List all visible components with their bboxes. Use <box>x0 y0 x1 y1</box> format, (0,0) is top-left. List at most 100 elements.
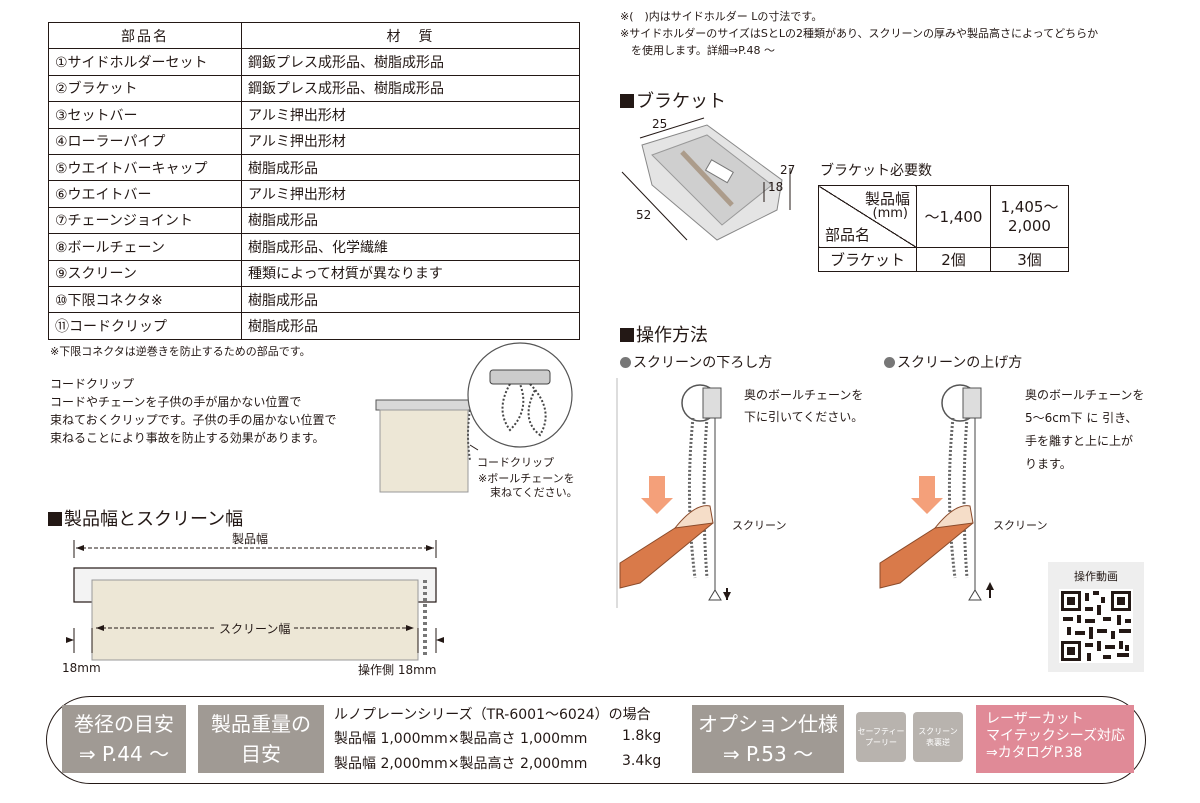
part-name-cell: ②ブラケット <box>48 74 242 103</box>
bracket-count-table: 製品幅 (mm) 部品名 ～1,400 1,405～ 2,000 ブラケット 2… <box>818 185 1069 272</box>
howto-up-desc-3: 手を離すと上に上が <box>1025 434 1134 448</box>
howto-up-heading: スクリーンの上げ方 <box>884 352 1022 372</box>
howto-up-desc-2: 5～6cm下 に 引き、 <box>1025 411 1138 425</box>
note-line-1: ※( )内はサイドホルダー Lの寸法です。 <box>620 10 823 23</box>
table-row: ④ローラーパイプアルミ押出形材 <box>48 127 580 155</box>
table-row: ⑥ウエイトバーアルミ押出形材 <box>48 180 580 208</box>
table-row: ③セットバーアルミ押出形材 <box>48 101 580 129</box>
part-name-cell: ①サイドホルダーセット <box>48 48 242 76</box>
weight-line-1: 製品重量の <box>211 712 311 736</box>
safety-pulley-badge: セーフティー プーリー <box>856 712 906 762</box>
bracket-col1: ～1,400 <box>916 185 991 248</box>
header-material: 材 質 <box>241 21 580 50</box>
option-line-1: オプション仕様 <box>698 712 838 736</box>
cord-clip-label: コードクリップ <box>477 456 554 469</box>
material-cell: 種類によって材質が異なります <box>241 259 580 287</box>
weight-val-1: 1.8kg <box>622 728 662 744</box>
reverse-line-2: 表裏逆 <box>926 738 950 747</box>
bracket-header-unit: (mm) <box>872 206 908 221</box>
note-line-2: ※サイドホルダーのサイズはSとLの2種類があり、スクリーンの厚みや製品高さによっ… <box>620 27 1099 40</box>
operation-section-title: 操作方法 <box>620 321 708 347</box>
qr-code-icon[interactable] <box>1059 589 1133 663</box>
howto-down-desc: 奥のボールチェーンを 下に引いてください。 <box>744 384 863 428</box>
square-bullet-icon <box>48 512 62 526</box>
part-name-cell: ⑪コードクリップ <box>48 312 242 340</box>
howto-up-desc: 奥のボールチェーンを 5～6cm下 に 引き、 手を離すと上に上が ります。 <box>1025 384 1144 476</box>
bracket-row-v2: 3個 <box>990 247 1069 272</box>
weight-val-2: 3.4kg <box>622 753 662 769</box>
header-part-name: 部品名 <box>48 21 242 50</box>
bracket-table-corner: 製品幅 (mm) 部品名 <box>818 185 917 248</box>
screen-width-label: スクリーン幅 <box>215 620 295 637</box>
table-row: ⑧ボールチェーン樹脂成形品、化学繊維 <box>48 233 580 261</box>
bracket-illustration <box>621 117 791 241</box>
bracket-row-v1: 2個 <box>916 247 991 272</box>
bracket-required-label: ブラケット必要数 <box>820 163 932 179</box>
weight-guide-box: 製品重量の 目安 <box>198 705 324 773</box>
weight-dim-2: 製品幅 2,000mm×製品高さ 2,000mm <box>334 756 588 772</box>
bracket-section-title-text: ブラケット <box>636 91 726 112</box>
option-spec-box[interactable]: オプション仕様 ⇒ P.53 ～ <box>692 705 844 773</box>
part-name-cell: ⑩下限コネクタ※ <box>48 285 242 314</box>
howto-down-screen-label: スクリーン <box>732 519 787 532</box>
bracket-row-label: ブラケット <box>818 247 917 272</box>
screen-reverse-badge: スクリーン 表裏逆 <box>913 712 963 762</box>
note-line-3: を使用します。詳細⇒P.48 ～ <box>631 44 776 57</box>
laser-line-2: マイテックシーズ対応 <box>986 728 1126 744</box>
safety-line-1: セーフティー <box>857 727 905 736</box>
howto-up-heading-text: スクリーンの上げ方 <box>897 355 1023 371</box>
table-row: ①サイドホルダーセット鋼鈑プレス成形品、樹脂成形品 <box>48 48 580 76</box>
table-header-row: 部品名 材 質 <box>48 21 580 50</box>
width-section-title: 製品幅とスクリーン幅 <box>48 505 243 531</box>
bullet-dot-icon <box>620 357 631 368</box>
bracket-col2-line1: 1,405～ <box>1000 197 1059 216</box>
material-cell: アルミ押出形材 <box>241 127 580 155</box>
laser-line-3: ⇒カタログP.38 <box>986 745 1083 761</box>
video-qr-panel[interactable]: 操作動画 <box>1048 562 1144 672</box>
square-bullet-icon <box>620 94 634 108</box>
bracket-table-header-row: 製品幅 (mm) 部品名 ～1,400 1,405～ 2,000 <box>818 185 1069 248</box>
bracket-dim-52: 52 <box>636 208 652 222</box>
part-name-cell: ⑨スクリーン <box>48 259 242 287</box>
cord-clip-desc-1: コードやチェーンを子供の手が届かない位置で <box>50 395 302 409</box>
winding-line-2: ⇒ P.44 ～ <box>78 742 170 766</box>
winding-diameter-box[interactable]: 巻径の目安 ⇒ P.44 ～ <box>62 705 186 773</box>
howto-up-screen-label: スクリーン <box>993 519 1048 532</box>
cord-clip-desc-3: 束ねることにより事故を防止する効果があります。 <box>50 431 325 445</box>
bracket-section-title: ブラケット <box>620 87 726 113</box>
howto-up-desc-1: 奥のボールチェーンを <box>1025 388 1145 402</box>
square-bullet-icon <box>620 328 634 342</box>
width-diagram <box>66 540 444 661</box>
part-name-cell: ⑦チェーンジョイント <box>48 206 242 235</box>
cord-clip-desc-2: 束ねておくクリップです。子供の手の届かない位置で <box>50 413 337 427</box>
material-cell: 鋼鈑プレス成形品、樹脂成形品 <box>241 74 580 103</box>
laser-cut-box[interactable]: レーザーカット マイテックシーズ対応 ⇒カタログP.38 <box>976 705 1134 773</box>
width-section-title-text: 製品幅とスクリーン幅 <box>64 509 244 530</box>
material-cell: 樹脂成形品 <box>241 312 580 340</box>
weight-dim-1: 製品幅 1,000mm×製品高さ 1,000mm <box>334 731 588 747</box>
part-name-cell: ③セットバー <box>48 101 242 129</box>
material-cell: 樹脂成形品、化学繊維 <box>241 233 580 261</box>
howto-up-desc-4: ります。 <box>1025 457 1072 471</box>
video-label: 操作動画 <box>1074 570 1118 583</box>
part-name-cell: ④ローラーパイプ <box>48 127 242 155</box>
part-name-cell: ⑧ボールチェーン <box>48 233 242 261</box>
cord-clip-title: コードクリップ <box>50 377 135 391</box>
howto-up-illustration <box>879 384 994 601</box>
bracket-header-part: 部品名 <box>825 226 871 244</box>
bracket-dim-18: 18 <box>768 180 784 194</box>
howto-down-heading-text: スクリーンの下ろし方 <box>633 355 773 371</box>
table-row: ⑨スクリーン種類によって材質が異なります <box>48 259 580 287</box>
material-cell: アルミ押出形材 <box>241 101 580 129</box>
bracket-dim-27: 27 <box>780 163 796 177</box>
left-margin-label: 18mm <box>62 661 101 675</box>
operation-section-title-text: 操作方法 <box>636 325 708 346</box>
cord-clip-note-2: 束ねてください。 <box>490 486 578 499</box>
cord-clip-illustration <box>375 342 573 493</box>
howto-down-desc-2: 下に引いてください。 <box>744 410 864 424</box>
material-cell: 鋼鈑プレス成形品、樹脂成形品 <box>241 48 580 76</box>
table-row: ⑦チェーンジョイント樹脂成形品 <box>48 206 580 235</box>
howto-down-heading: スクリーンの下ろし方 <box>620 352 772 372</box>
material-cell: 樹脂成形品 <box>241 285 580 314</box>
